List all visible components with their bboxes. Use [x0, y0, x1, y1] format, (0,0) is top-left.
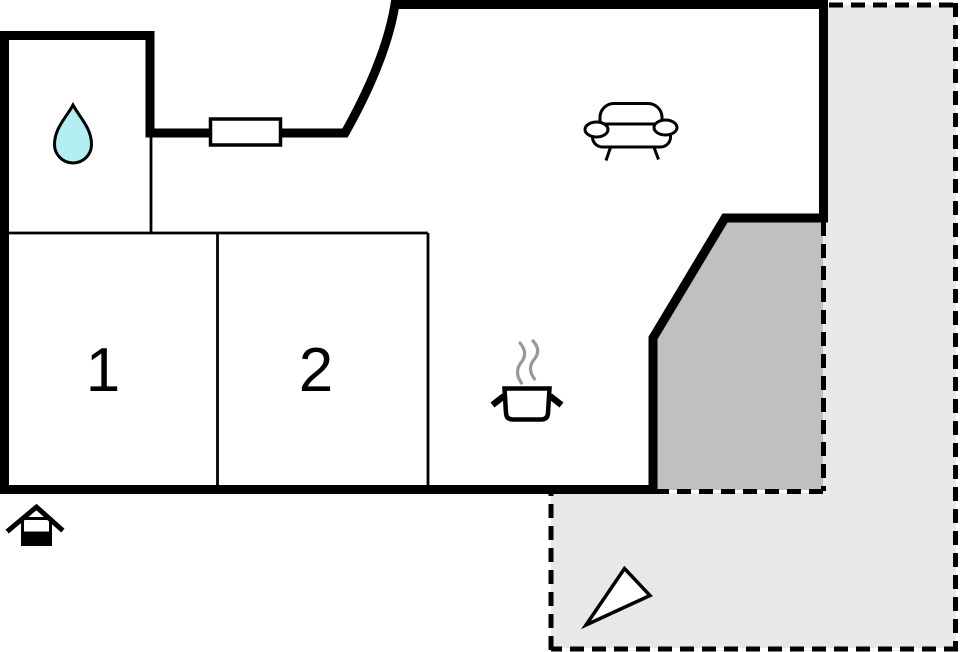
- terrace-area: [551, 5, 956, 648]
- room-2-label: 2: [299, 336, 333, 405]
- pot-handle-left: [490, 393, 507, 408]
- north-arrow-icon: [580, 565, 653, 630]
- pot-body: [502, 386, 552, 422]
- entrance-roof: [5, 503, 65, 534]
- steam-right: [528, 339, 540, 381]
- window-icon: [208, 117, 283, 147]
- steam-icon: [515, 339, 540, 385]
- room-1-label: 1: [86, 336, 120, 405]
- cooking-pot-icon: [490, 339, 564, 422]
- steam-left: [515, 341, 527, 385]
- entrance-body-fill: [23, 531, 50, 544]
- sofa-armrest-left: [583, 120, 610, 139]
- water-drop-icon: [52, 101, 94, 165]
- pot-handle-right: [547, 393, 564, 408]
- veranda-area: [657, 222, 823, 490]
- entrance-icon: [5, 503, 65, 546]
- sofa-icon: [583, 102, 679, 161]
- sofa-armrest-right: [652, 118, 679, 137]
